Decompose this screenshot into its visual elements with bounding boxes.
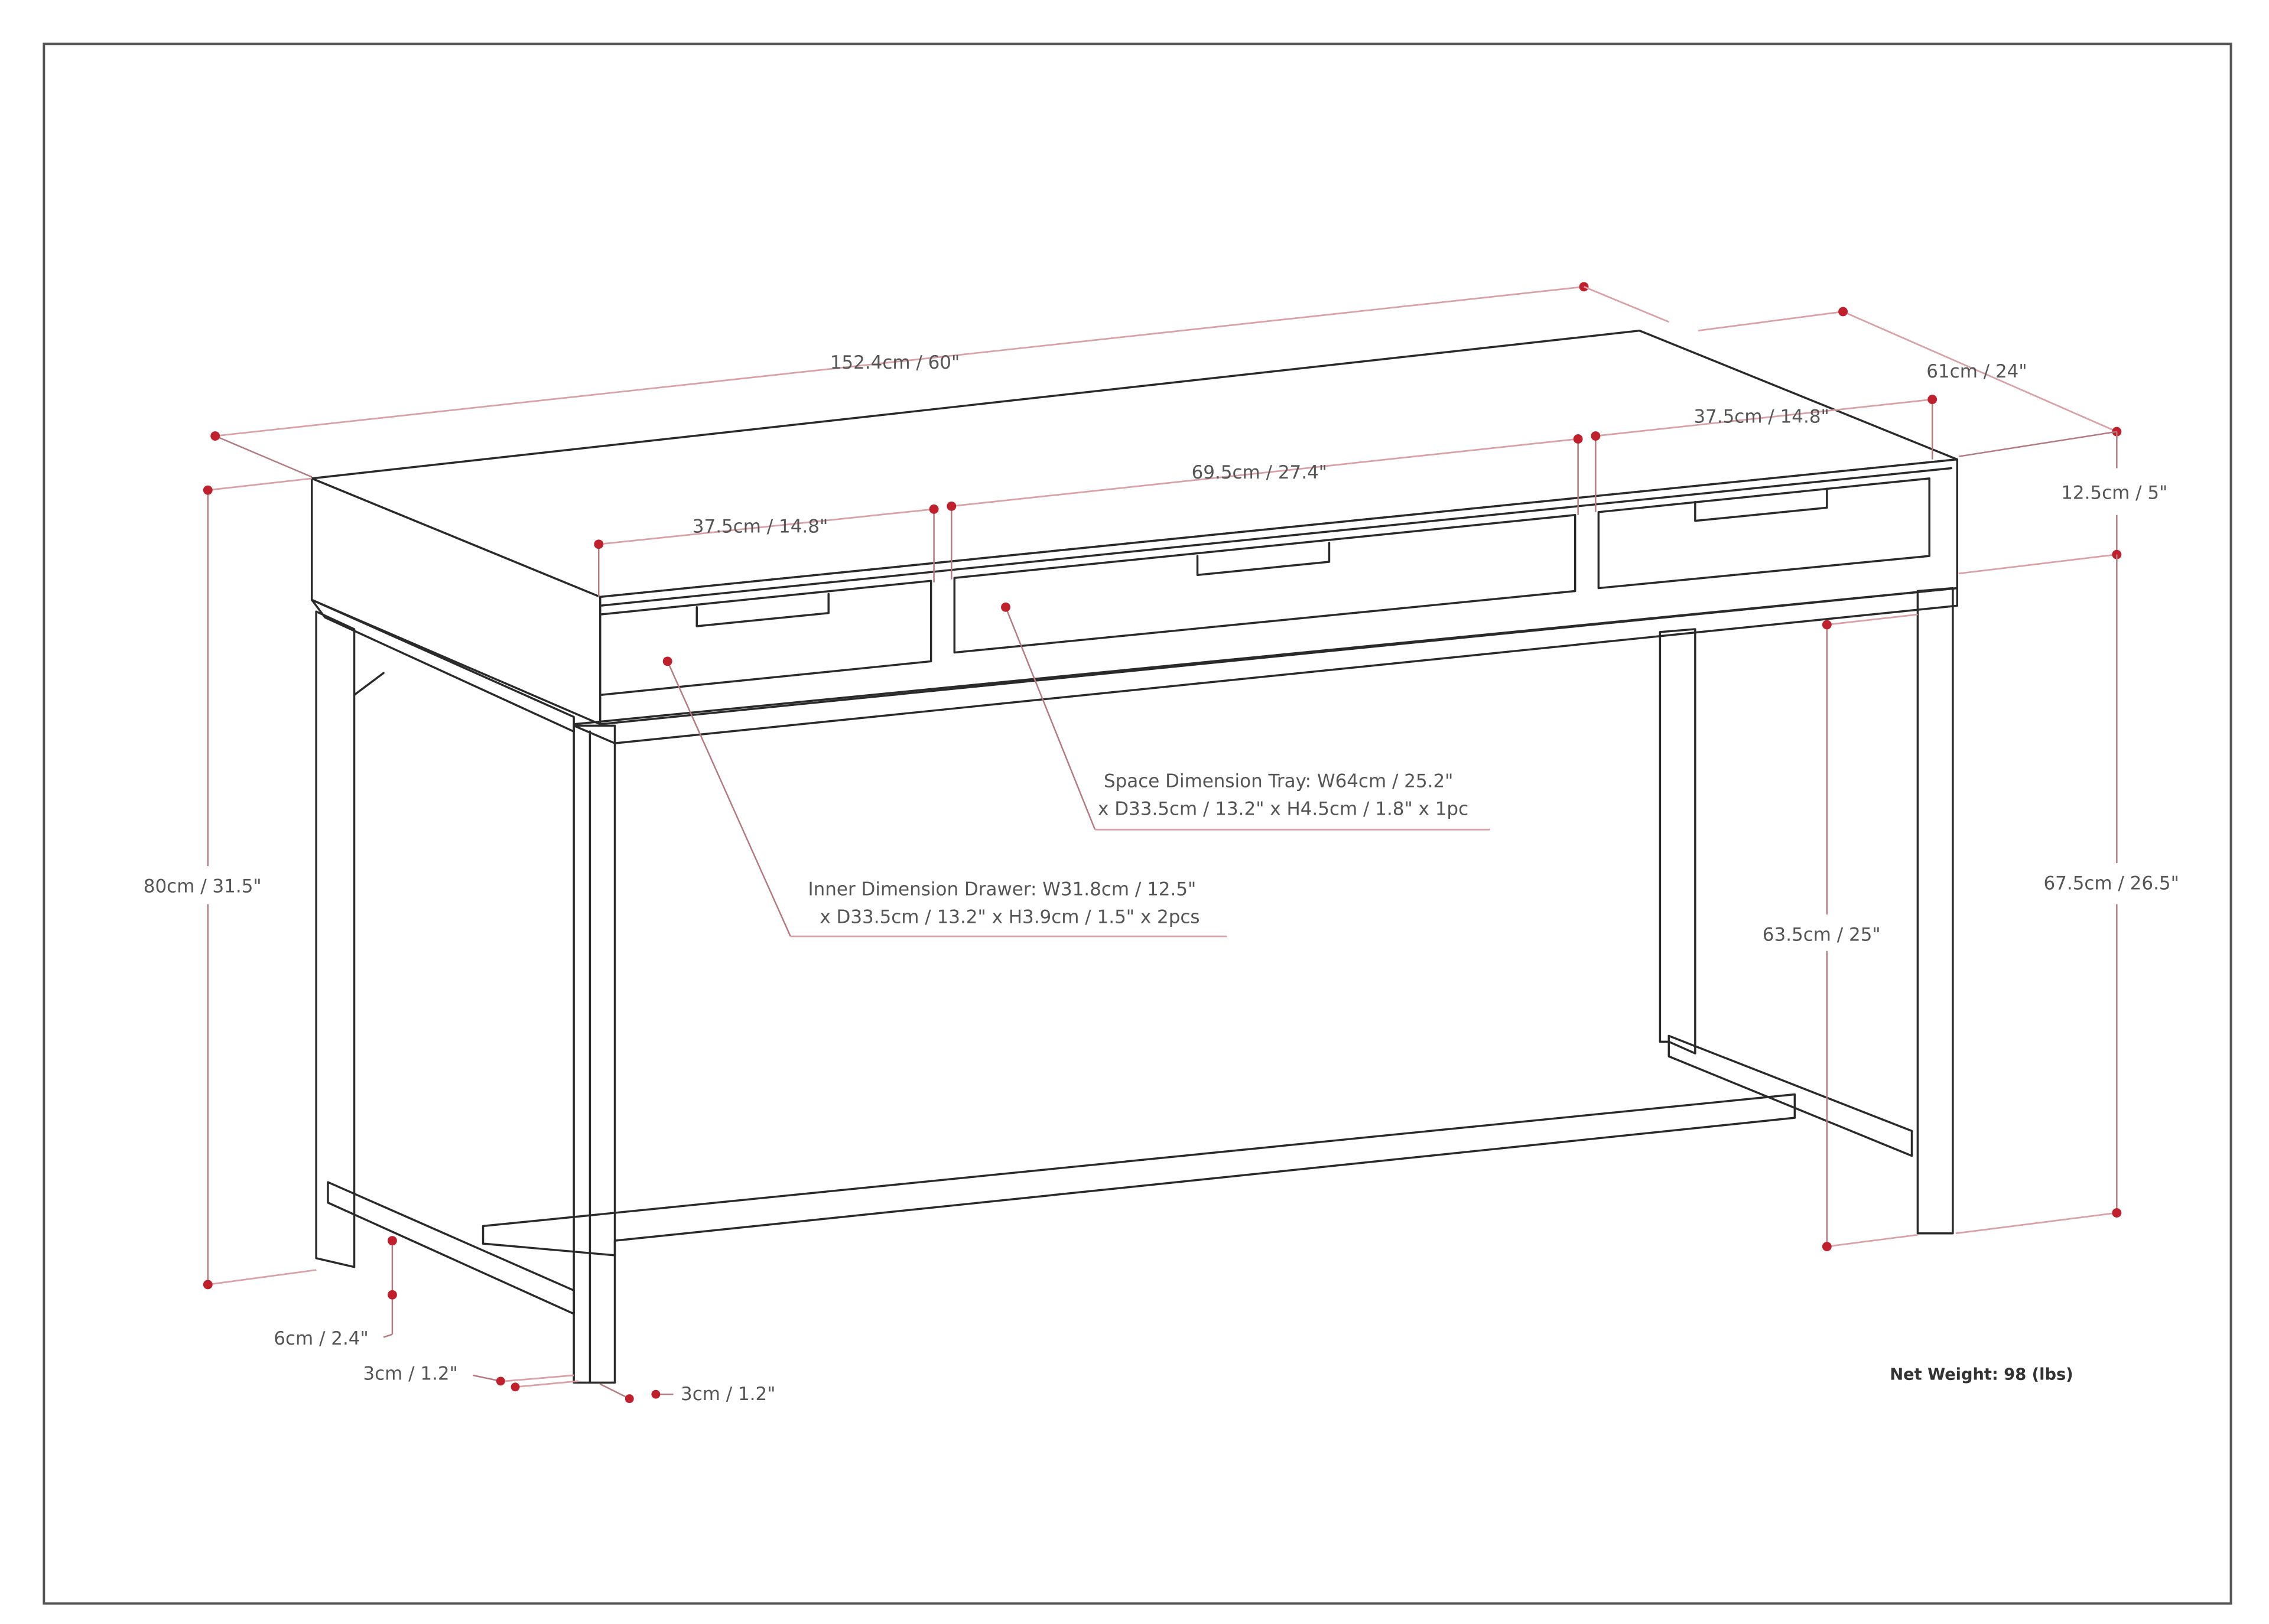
leg-front-left <box>573 724 616 1384</box>
label-overall-depth: 61cm / 24" <box>1926 361 2027 382</box>
drawer-callout-line1: Inner Dimension Drawer: W31.8cm / 12.5" <box>808 879 1197 900</box>
label-leg-depth: 3cm / 1.2" <box>681 1384 775 1405</box>
stretcher-long <box>482 1093 1796 1257</box>
net-weight-label: Net Weight: 98 (lbs) <box>1890 1365 2073 1384</box>
label-overall-width: 152.4cm / 60" <box>830 352 960 373</box>
tray-callout-line1: Space Dimension Tray: W64cm / 25.2" <box>1104 770 1453 792</box>
drawer-callout-line2: x D33.5cm / 13.2" x H3.9cm / 1.5" x 2pcs <box>820 907 1199 928</box>
stretcher-left <box>327 1181 575 1315</box>
left-drawer <box>599 580 932 697</box>
label-left-drawer-width: 37.5cm / 14.8" <box>693 516 828 537</box>
stretcher-right <box>1667 1034 1913 1157</box>
dimension-labels: 152.4cm / 60" 61cm / 24" 37.5cm / 14.8" … <box>144 352 2179 1405</box>
label-foot-height: 6cm / 2.4" <box>274 1328 368 1349</box>
leg-front-right <box>1916 587 1954 1235</box>
leg-back-right <box>1659 628 1696 1055</box>
tray-callout-line2: x D33.5cm / 13.2" x H4.5cm / 1.8" x 1pc <box>1098 798 1468 819</box>
leg-back-left <box>315 610 356 1268</box>
label-leg-width: 3cm / 1.2" <box>363 1363 457 1384</box>
label-knee-clearance: 63.5cm / 25" <box>1763 924 1881 945</box>
center-tray <box>953 514 1576 654</box>
center-tray-handle <box>1196 542 1331 577</box>
label-right-drawer-width: 37.5cm / 14.8" <box>1693 406 1829 428</box>
left-drawer-handle <box>695 593 830 627</box>
top-edge-line <box>599 467 1953 607</box>
label-overall-height: 80cm / 31.5" <box>144 876 262 897</box>
label-apron-height: 12.5cm / 5" <box>2061 483 2167 504</box>
dimension-lines <box>203 282 2122 1404</box>
desk-side-apron <box>310 477 602 725</box>
diagram-frame <box>43 43 2232 1605</box>
corner-brace <box>353 672 385 697</box>
right-drawer <box>1597 477 1930 590</box>
label-under-apron-height: 67.5cm / 26.5" <box>2043 873 2179 894</box>
right-drawer-handle <box>1694 487 1828 522</box>
desk-outline <box>310 329 1959 1384</box>
label-center-tray-width: 69.5cm / 27.4" <box>1192 462 1327 483</box>
